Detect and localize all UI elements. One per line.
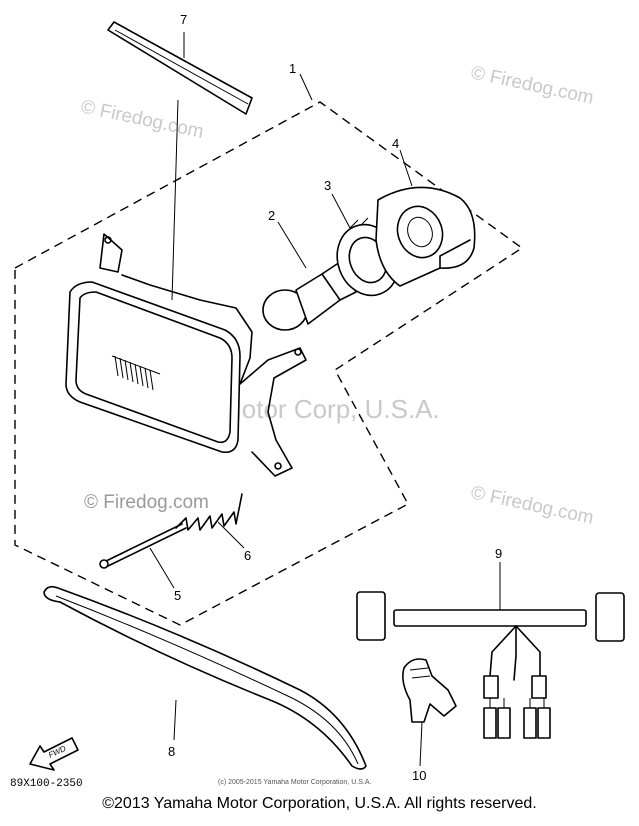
fwd-arrow-icon: FWD [29, 737, 79, 771]
callout-9: 9 [495, 546, 502, 561]
callout-2: 2 [268, 208, 275, 223]
watermark-firedog-top-left: © Firedog.com [79, 96, 206, 143]
drawing-code: 89X100-2350 [10, 778, 83, 790]
part-9-harness [356, 591, 625, 739]
leader-5 [149, 547, 175, 589]
leader-7-down [171, 99, 179, 301]
leader-2 [277, 221, 307, 269]
leader-3 [331, 193, 351, 229]
small-copyright: (c) 2005-2015 Yamaha Motor Corporation, … [218, 779, 371, 786]
part-4-cover [375, 186, 476, 287]
headlight-housing [65, 233, 307, 477]
footer-copyright: ©2013 Yamaha Motor Corporation, U.S.A. A… [102, 795, 537, 812]
part-10-clip [402, 658, 457, 723]
leader-8 [173, 699, 177, 741]
callout-4: 4 [392, 136, 399, 151]
watermark-firedog-mid: © Firedog.com [84, 492, 209, 513]
part-7-reflector [107, 21, 253, 115]
callout-5: 5 [174, 588, 181, 603]
part-5-screw [99, 523, 187, 569]
watermark-firedog-top-right: © Firedog.com [469, 62, 596, 109]
assembly-outline [14, 101, 524, 626]
callout-8: 8 [168, 744, 175, 759]
watermark-firedog-right: © Firedog.com [469, 482, 596, 529]
part-8-trim [43, 585, 367, 770]
leader-10 [419, 721, 423, 767]
part-2-bulb [262, 261, 357, 331]
part-6-spring [175, 493, 243, 531]
callout-10: 10 [412, 768, 426, 783]
leader-1 [299, 73, 313, 101]
callout-1: 1 [289, 61, 296, 76]
leader-6 [217, 521, 245, 549]
callout-3: 3 [324, 178, 331, 193]
callout-6: 6 [244, 548, 251, 563]
parts-diagram: © Firedog.com © Firedog.com © Firedog.co… [10, 12, 625, 790]
callout-7: 7 [180, 12, 187, 27]
leader-4 [399, 149, 413, 187]
